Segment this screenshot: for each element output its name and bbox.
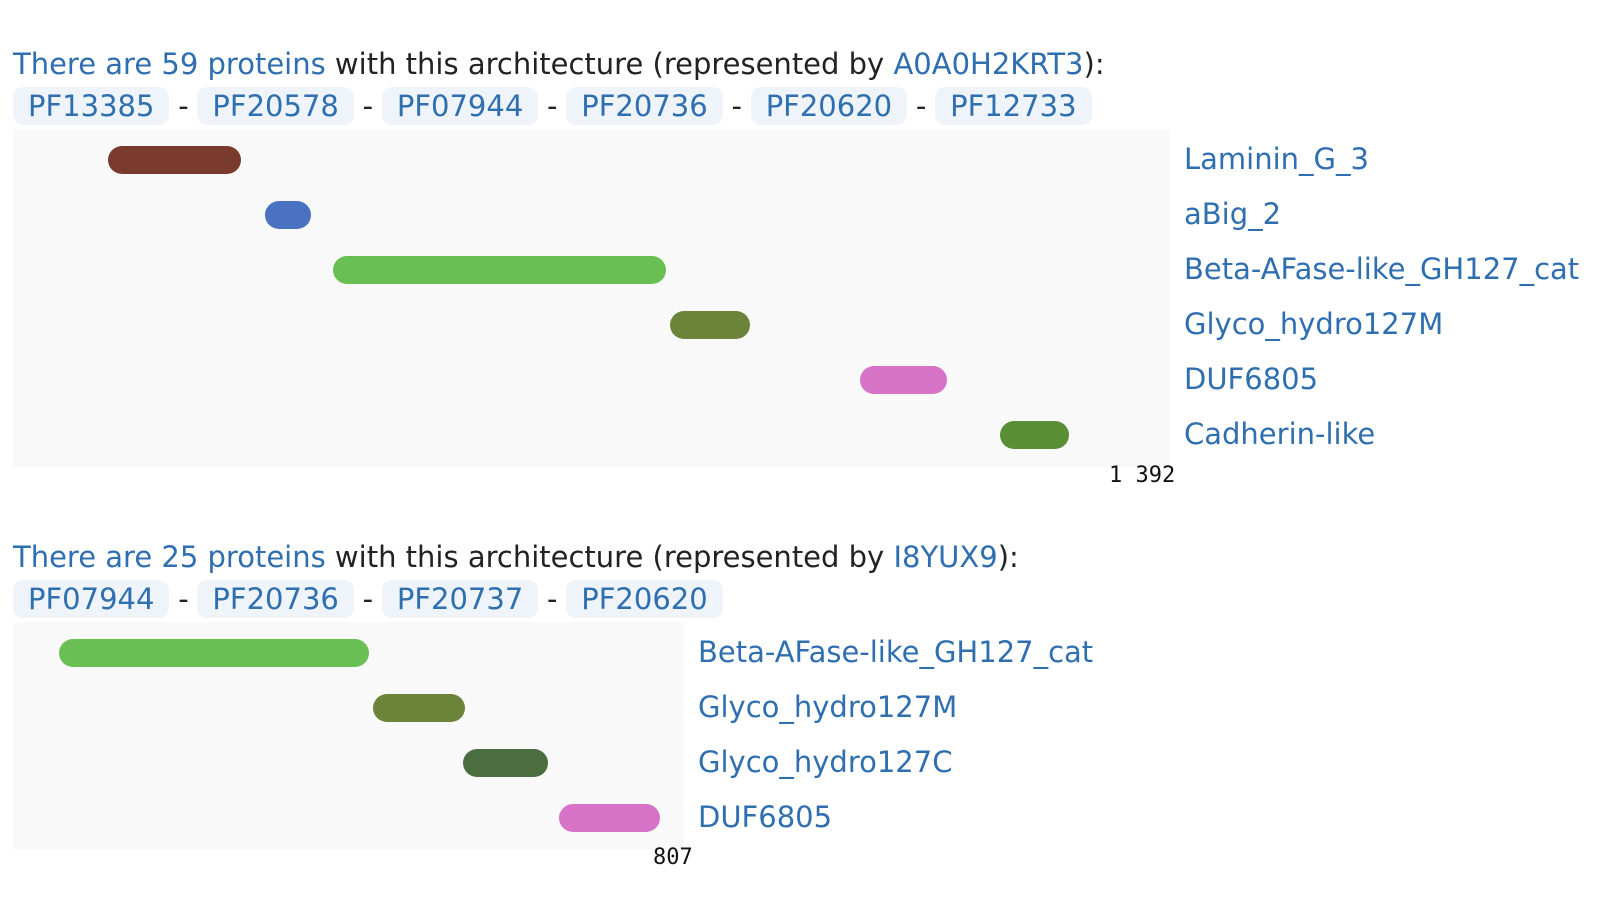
pfam-link[interactable]: PF20736 (197, 580, 354, 618)
architecture-block-2: There are 25 proteins with this architec… (13, 537, 1598, 870)
pfam-link[interactable]: PF20737 (381, 580, 539, 618)
headline-text: with this architecture (represented by (325, 540, 894, 574)
domain-label-duf6805[interactable]: DUF6805 (1184, 362, 1319, 396)
pfam-link[interactable]: PF12733 (935, 87, 1092, 125)
domain-label-beta-afase-like-gh127-cat[interactable]: Beta-AFase-like_GH127_cat (1184, 252, 1580, 286)
domain-bar-duf6805[interactable] (558, 803, 660, 832)
domain-label-glyco-hydro127m[interactable]: Glyco_hydro127M (698, 690, 958, 724)
protein-count-link[interactable]: There are 59 proteins (13, 47, 326, 81)
domain-bar-duf6805[interactable] (859, 365, 947, 394)
pfam-id-row: PF07944-PF20736-PF20737-PF20620 (13, 580, 1598, 622)
pfam-separator: - (547, 582, 558, 616)
headline-text: with this architecture (represented by (325, 47, 894, 81)
pfam-link[interactable]: PF13385 (13, 87, 170, 125)
pfam-separator: - (731, 89, 742, 123)
pfam-separator: - (547, 89, 558, 123)
domain-label-glyco-hydro127m[interactable]: Glyco_hydro127M (1184, 307, 1444, 341)
domain-plot: Beta-AFase-like_GH127_cat Glyco_hydro127… (13, 622, 1598, 870)
pfam-separator: - (178, 89, 189, 123)
domain-track (13, 129, 1170, 467)
pfam-id-row: PF13385-PF20578-PF07944-PF20736-PF20620-… (13, 87, 1598, 129)
pfam-link[interactable]: PF07944 (381, 87, 539, 125)
pfam-separator: - (362, 89, 374, 123)
pfam-link[interactable]: PF20736 (566, 87, 723, 125)
architecture-headline: There are 59 proteins with this architec… (13, 44, 1598, 84)
domain-label-duf6805[interactable]: DUF6805 (698, 800, 833, 834)
representative-protein-link[interactable]: A0A0H2KRT3 (893, 47, 1084, 81)
sequence-length-scale: 807 (653, 845, 693, 870)
headline-end: ): (997, 540, 1019, 574)
domain-bar-glyco-hydro127m[interactable] (670, 310, 750, 339)
headline-end: ): (1083, 47, 1105, 81)
pfam-link[interactable]: PF07944 (13, 580, 170, 618)
pfam-separator: - (178, 582, 189, 616)
domain-plot: Laminin_G_3 aBig_2 Beta-AFase-like_GH127… (13, 129, 1598, 488)
domain-label-laminin-g-3[interactable]: Laminin_G_3 (1184, 142, 1369, 176)
domain-label-glyco-hydro127c[interactable]: Glyco_hydro127C (698, 745, 953, 779)
architecture-headline: There are 25 proteins with this architec… (13, 537, 1598, 577)
protein-count-link[interactable]: There are 25 proteins (13, 540, 326, 574)
pfam-link[interactable]: PF20620 (566, 580, 723, 618)
domain-bar-abig-2[interactable] (265, 200, 312, 229)
domain-label-abig-2[interactable]: aBig_2 (1184, 197, 1282, 231)
pfam-link[interactable]: PF20578 (197, 87, 354, 125)
domain-bar-cadherin-like[interactable] (999, 420, 1070, 449)
domain-bar-laminin-g-3[interactable] (107, 145, 241, 174)
pfam-separator: - (362, 582, 374, 616)
pfam-link[interactable]: PF20620 (750, 87, 908, 125)
representative-protein-link[interactable]: I8YUX9 (893, 540, 998, 574)
pfam-separator: - (915, 89, 927, 123)
domain-bar-glyco-hydro127m[interactable] (373, 693, 465, 722)
domain-bar-beta-afase-like-gh127-cat[interactable] (58, 638, 369, 667)
architecture-block-1: There are 59 proteins with this architec… (13, 44, 1598, 488)
domain-label-beta-afase-like-gh127-cat[interactable]: Beta-AFase-like_GH127_cat (698, 635, 1094, 669)
sequence-length-scale: 1 392 (1109, 463, 1176, 488)
domain-bar-glyco-hydro127c[interactable] (462, 748, 549, 777)
domain-bar-beta-afase-like-gh127-cat[interactable] (333, 255, 666, 284)
domain-label-cadherin-like[interactable]: Cadherin-like (1184, 417, 1376, 451)
